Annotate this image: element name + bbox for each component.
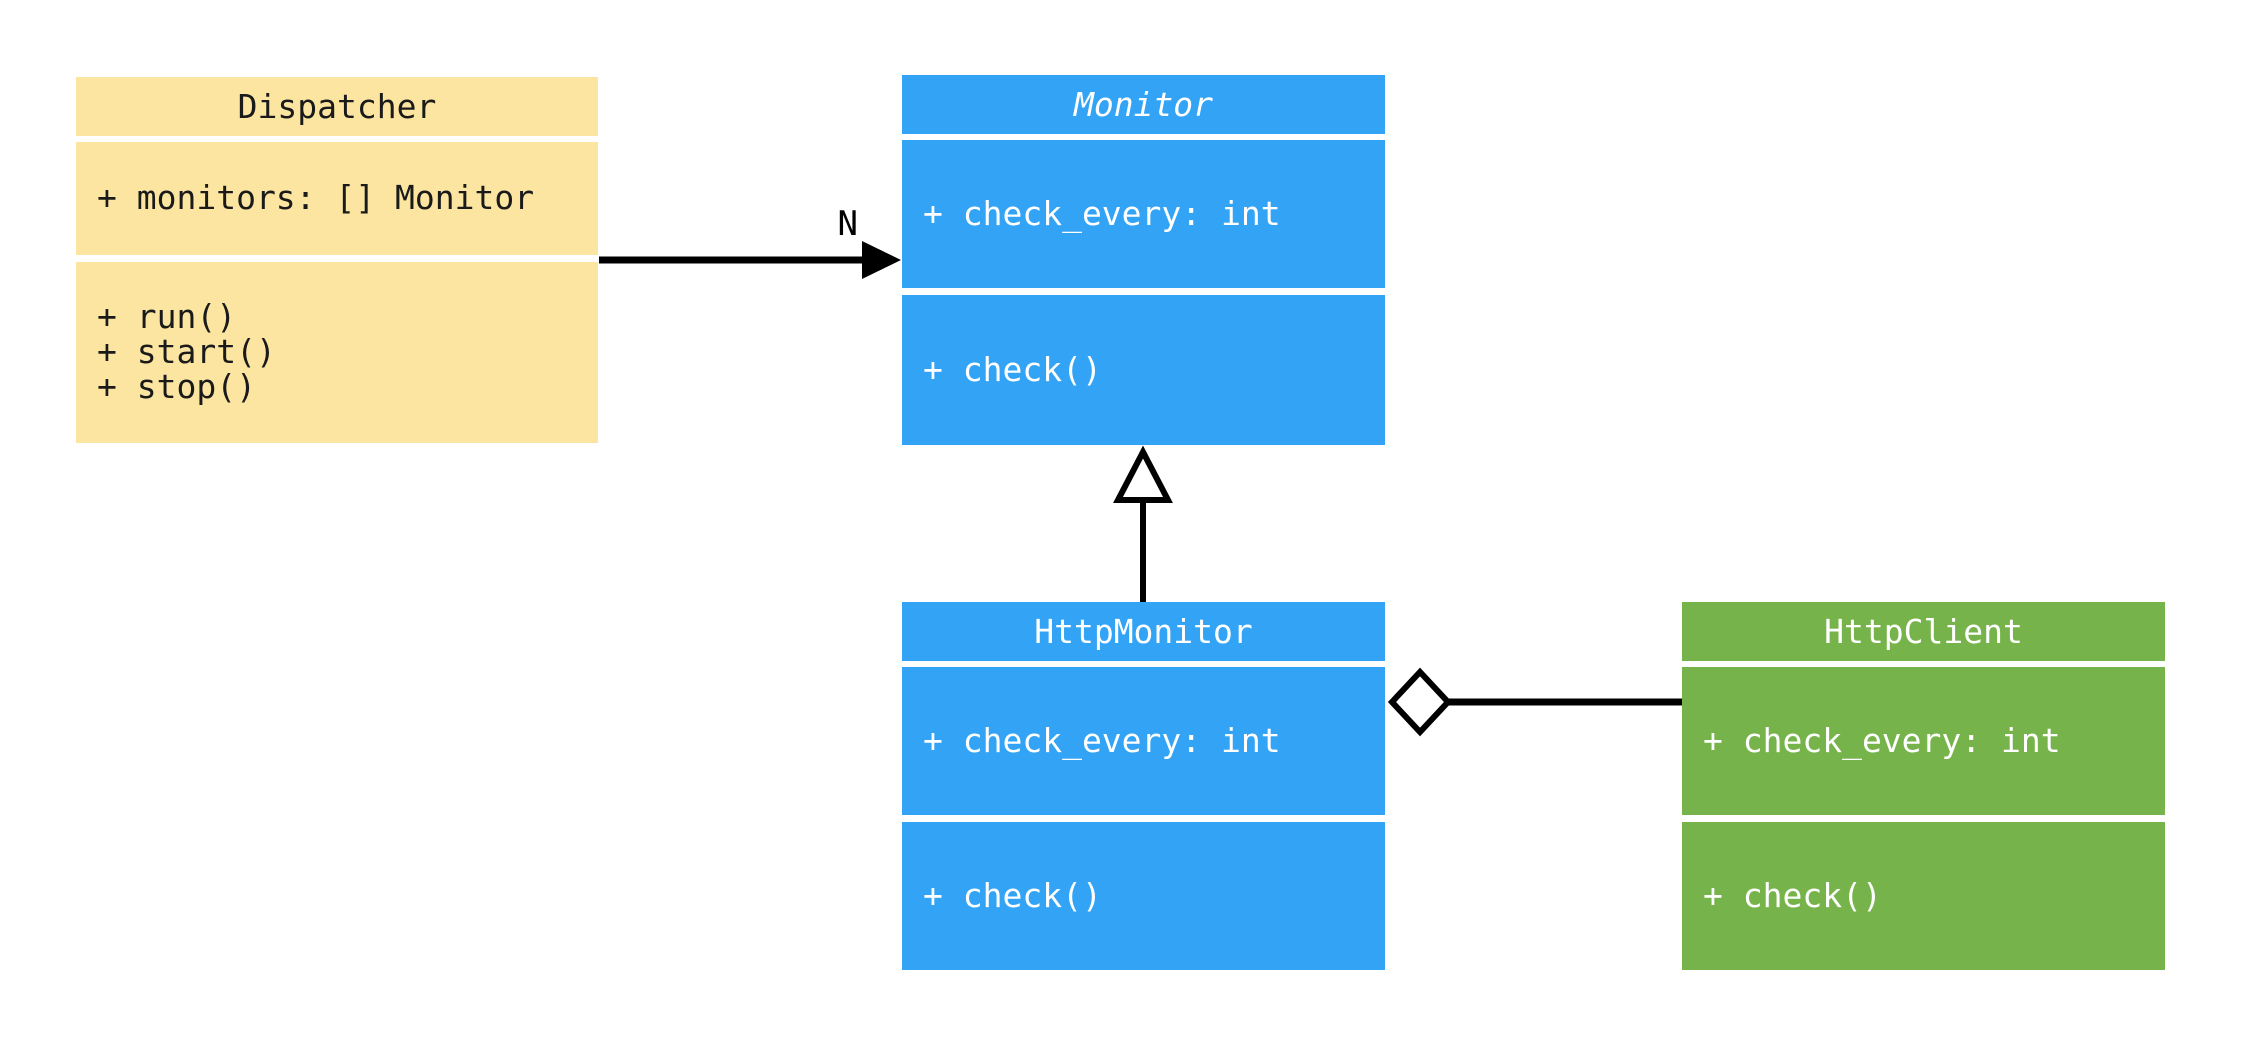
compartment-divider	[902, 661, 1385, 667]
class-title: HttpMonitor	[902, 602, 1385, 661]
attributes-compartment: + check_every: int	[1682, 667, 2165, 815]
inheritance-arrow	[1113, 445, 1173, 602]
compartment-divider	[902, 134, 1385, 140]
attributes-compartment: + check_every: int	[902, 140, 1385, 288]
attribute-line: + monitors: [] Monitor	[97, 178, 535, 218]
method-line: + run()	[97, 297, 237, 337]
methods-compartment: + run() + start() + stop()	[76, 262, 598, 443]
class-box-httpclient: HttpClient + check_every: int + check()	[1682, 602, 2165, 970]
aggregation-connector	[1387, 667, 1682, 737]
class-title: HttpClient	[1682, 602, 2165, 661]
attribute-line: + check_every: int	[923, 720, 1281, 760]
method-line: + check()	[1703, 875, 1882, 915]
method-line: + check()	[923, 875, 1102, 915]
inheritance-triangle-icon	[1113, 445, 1173, 503]
class-title: Monitor	[902, 75, 1385, 134]
compartment-divider	[902, 815, 1385, 822]
multiplicity-label: N	[837, 204, 858, 244]
method-line: + stop()	[97, 366, 256, 406]
class-box-dispatcher: Dispatcher + monitors: [] Monitor + run(…	[76, 77, 598, 443]
methods-compartment: + check()	[902, 822, 1385, 970]
compartment-divider	[1682, 661, 2165, 667]
attribute-line: + check_every: int	[1703, 720, 2061, 760]
attribute-line: + check_every: int	[923, 193, 1281, 233]
aggregation-diamond-icon	[1387, 667, 1453, 737]
method-line: + start()	[97, 332, 276, 372]
association-arrow	[599, 241, 901, 279]
compartment-divider	[1682, 815, 2165, 822]
method-line: + check()	[923, 349, 1102, 389]
attributes-compartment: + monitors: [] Monitor	[76, 142, 598, 255]
methods-compartment: + check()	[902, 295, 1385, 445]
class-box-monitor: Monitor + check_every: int + check()	[902, 75, 1385, 445]
attributes-compartment: + check_every: int	[902, 667, 1385, 815]
compartment-divider	[76, 136, 598, 142]
arrowhead-icon	[862, 241, 901, 279]
compartment-divider	[76, 255, 598, 262]
methods-compartment: + check()	[1682, 822, 2165, 970]
class-box-httpmonitor: HttpMonitor + check_every: int + check()	[902, 602, 1385, 970]
compartment-divider	[902, 288, 1385, 295]
class-title: Dispatcher	[76, 77, 598, 136]
